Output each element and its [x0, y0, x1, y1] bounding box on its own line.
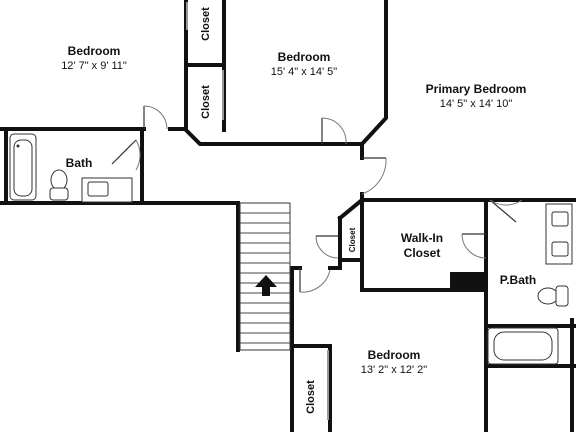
room-dims-primary-bedroom: 14' 5" x 14' 10"	[440, 98, 513, 110]
stairs-up-arrow-icon	[255, 275, 277, 296]
closet-label-top: Closet	[200, 7, 212, 41]
room-name-bedroom-nw: Bedroom	[68, 44, 121, 58]
room-name-primary-bedroom: Primary Bedroom	[426, 82, 527, 96]
closet-label-mid: Closet	[200, 85, 212, 119]
room-dims-bedroom-nw: 12' 7" x 9' 11"	[61, 60, 127, 72]
room-dims-bedroom-south: 13' 2" x 12' 2"	[361, 364, 428, 376]
room-name-walk-in-line2: Closet	[404, 246, 441, 260]
closet-label-hall: Closet	[348, 227, 357, 252]
room-name-p-bath: P.Bath	[500, 273, 536, 287]
bath-fixtures	[9, 133, 573, 365]
room-name-bedroom-south: Bedroom	[368, 348, 421, 362]
room-name-bath: Bath	[66, 156, 93, 170]
sliding-closet-doors	[186, 2, 329, 420]
room-labels: Bedroom 12' 7" x 9' 11" Bedroom 15' 4" x…	[61, 44, 536, 376]
closet-labels: Closet Closet Closet Closet	[200, 7, 357, 414]
doors	[111, 105, 523, 293]
closet-label-south: Closet	[305, 380, 317, 414]
stairs	[239, 202, 291, 351]
room-name-bedroom-center: Bedroom	[278, 50, 331, 64]
room-name-walk-in-line1: Walk-In	[401, 231, 443, 245]
room-dims-bedroom-center: 15' 4" x 14' 5"	[271, 66, 338, 78]
